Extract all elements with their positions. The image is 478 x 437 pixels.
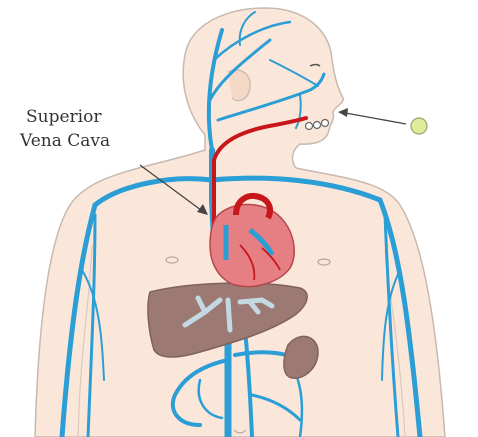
label-superior: Superior bbox=[26, 106, 101, 128]
label-vena-cava: Vena Cava bbox=[20, 130, 110, 152]
circle-1 bbox=[306, 123, 313, 130]
circle-2 bbox=[314, 122, 321, 129]
pill bbox=[411, 118, 427, 134]
circle-3 bbox=[322, 120, 329, 127]
pill-arrow bbox=[338, 108, 406, 124]
